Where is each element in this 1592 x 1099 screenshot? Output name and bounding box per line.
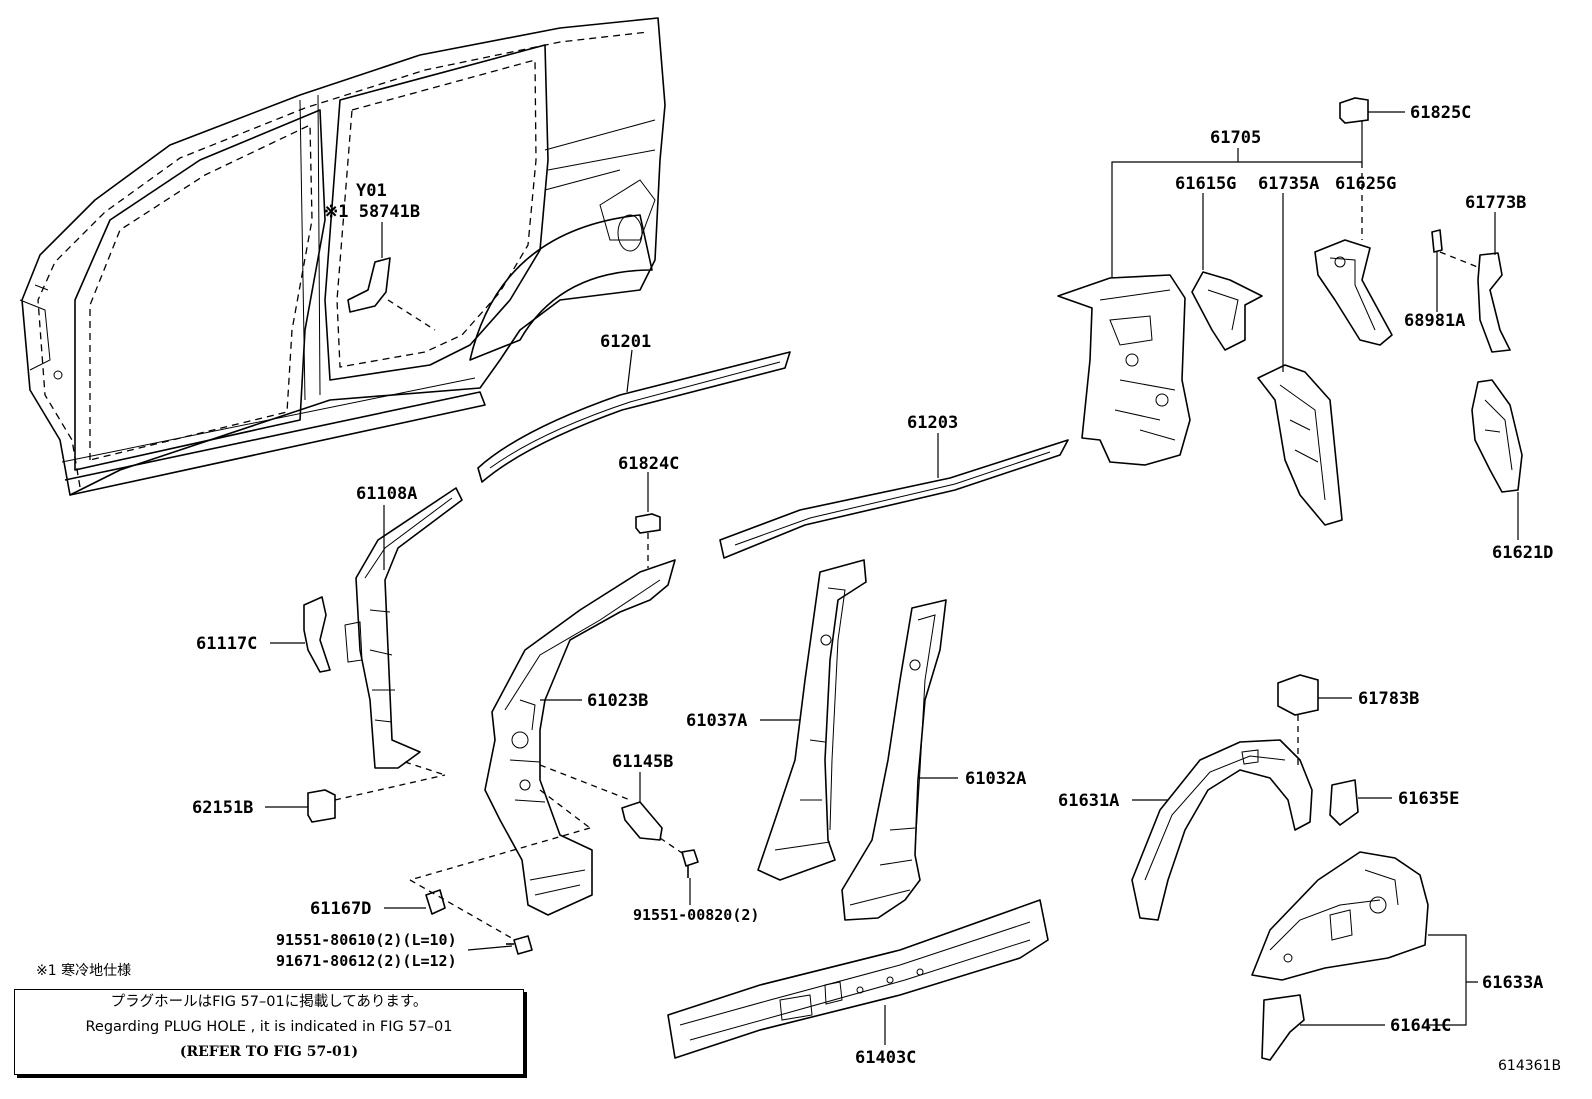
- label-61203: 61203: [907, 413, 958, 433]
- diagram-id: 614361B: [1498, 1058, 1562, 1074]
- patch-58741b: [347, 222, 436, 331]
- label-61635e: 61635E: [1398, 789, 1459, 809]
- label-91671-80612: 91671-80612(2)(L=12): [276, 952, 457, 970]
- label-61615g: 61615G: [1175, 174, 1236, 194]
- rocker-61403c: [667, 899, 1049, 1059]
- label-61825c: 61825C: [1410, 103, 1471, 123]
- roof-rail-61201: [477, 349, 791, 483]
- notice-line-english: Regarding PLUG HOLE , it is indicated in…: [85, 1019, 453, 1035]
- label-91551-80610: 91551-80610(2)(L=10): [276, 931, 457, 949]
- label-61631a: 61631A: [1058, 791, 1119, 811]
- pillar-61032a: [841, 599, 958, 921]
- label-61705: 61705: [1210, 128, 1261, 148]
- part-61625g: [1314, 239, 1393, 346]
- wheelhouse-61633a: [1251, 851, 1478, 1026]
- label-61167d: 61167D: [310, 899, 371, 919]
- part-61621d: [1471, 379, 1523, 540]
- label-91551-00820: 91551-00820(2): [633, 906, 759, 924]
- label-61032a: 61032A: [965, 769, 1026, 789]
- bracket-61117c: [270, 596, 331, 673]
- label-62151b: 62151B: [192, 798, 253, 818]
- label-68981a: 68981A: [1404, 311, 1465, 331]
- label-61403c: 61403C: [855, 1048, 916, 1068]
- quarter-panel-inner-61705: [1057, 120, 1363, 466]
- pillar-61023b: [409, 559, 676, 941]
- bracket-61167d: [384, 889, 446, 915]
- label-61735a: 61735A: [1258, 174, 1319, 194]
- block-61783b: [1277, 674, 1352, 765]
- part-61641c: [1261, 994, 1385, 1061]
- label-61145b: 61145B: [612, 752, 673, 772]
- block-61825c: [1339, 97, 1405, 124]
- label-61783b: 61783B: [1358, 689, 1419, 709]
- notice-line-japanese: プラグホールはFIG 57–01に掲載してあります。: [110, 994, 428, 1010]
- cold-region-footnote: ※1 寒冷地仕様: [36, 963, 132, 979]
- label-61108a: 61108A: [356, 484, 417, 504]
- label-61201: 61201: [600, 332, 651, 352]
- label-61037a: 61037A: [686, 711, 747, 731]
- roof-rail-61203: [719, 433, 1069, 559]
- part-61773b: [1439, 212, 1511, 353]
- pillar-61108a: [344, 487, 463, 776]
- plug-hole-notice: プラグホールはFIG 57–01に掲載してあります。 Regarding PLU…: [14, 989, 524, 1075]
- label-58741b: ※1 58741B: [324, 202, 420, 222]
- bracket-61145b: [621, 772, 686, 856]
- label-61773b: 61773B: [1465, 193, 1526, 213]
- label-61824c: 61824C: [618, 454, 679, 474]
- bolt-91551-00820: [681, 849, 699, 905]
- part-61615g: [1191, 271, 1263, 351]
- screw-91551-80610: [467, 935, 533, 955]
- block-61824c: [635, 472, 661, 568]
- part-61635e: [1329, 779, 1392, 826]
- part-61735a: [1257, 364, 1343, 526]
- body-side-outer-panel: [19, 17, 666, 496]
- wheelhouse-61631a: [1131, 739, 1313, 921]
- label-y01: Y01: [356, 181, 387, 201]
- label-61117c: 61117C: [196, 634, 257, 654]
- label-61625g: 61625G: [1335, 174, 1396, 194]
- label-61633a: 61633A: [1482, 973, 1543, 993]
- label-61641c: 61641C: [1390, 1016, 1451, 1036]
- block-62151b: [265, 774, 446, 823]
- label-61621d: 61621D: [1492, 543, 1553, 563]
- clip-68981a: [1431, 229, 1443, 312]
- notice-reference: (REFER TO FIG 57-01): [179, 1044, 359, 1060]
- label-61023b: 61023B: [587, 691, 648, 711]
- pillar-61037a: [757, 559, 867, 881]
